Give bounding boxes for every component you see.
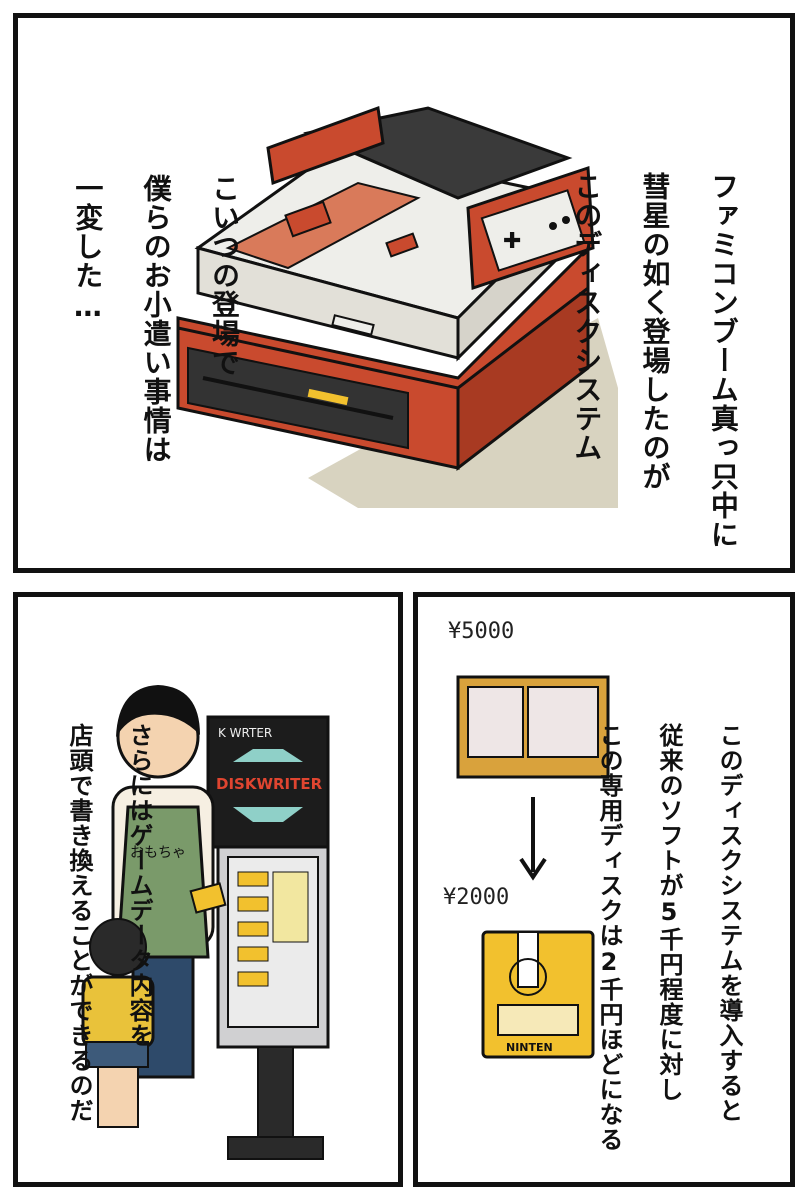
disk-card-illustration: NINTEN [481, 930, 595, 1059]
cartridge-label-right [527, 686, 599, 758]
panel2-narration: さらにはゲームデータ内容を 店頭で書き換えることができるのだ [34, 607, 184, 1123]
disk-label: NINTEN [506, 1041, 553, 1054]
left-controller [266, 105, 385, 186]
apron-label: おもちゃ [130, 845, 186, 861]
arrow-down-icon [519, 797, 547, 881]
panel1-left-line-1: こいつの登場で [207, 174, 241, 377]
panel1-right-line-1: ファミコンブーム真っ只中に [706, 172, 740, 549]
eject-button [307, 388, 349, 406]
child-head [89, 918, 147, 976]
panel2-line-1: さらにはゲームデータ内容を [125, 723, 153, 1048]
panel3-line-2: 従来のソフトが5千円程度に対し [655, 723, 683, 1102]
kiosk-stand [257, 1046, 294, 1148]
price-cartridge: ¥5000 [448, 619, 515, 644]
controller-face [480, 189, 586, 272]
controller-button-b [549, 222, 557, 230]
disk-writer-scene-illustration: K WRTER DISKWRITER おもちゃ [81, 685, 330, 1160]
clerk-hair [116, 685, 200, 737]
panel1-left-line-3: 一変した… [71, 174, 105, 324]
panel1-left-line-2: 僕らのお小遣い事情は [139, 174, 173, 464]
price-disk: ¥2000 [443, 885, 510, 910]
disk-drive-side [456, 284, 590, 472]
panel3-line-1: このディスクシステムを導入すると [715, 723, 743, 1123]
power-button [284, 200, 332, 238]
panel-famicom-disk-system: ✚ ファミコンブーム真っ只中に 彗星の如く登場したのが このディスクシステム こ… [13, 13, 795, 573]
kiosk-header [206, 715, 330, 849]
kiosk-arrow-down [233, 807, 303, 822]
panel3-line-3: この専用ディスクは2千円ほどになる [595, 723, 623, 1152]
panel1-right-line-3: このディスクシステム [570, 172, 604, 462]
cartridge-label-left [467, 686, 524, 758]
panel-price-comparison: ¥5000 ¥2000 NINTEN このディスクシステムを導入すると 従来のソ… [413, 592, 795, 1187]
disk-slot [202, 376, 394, 420]
kiosk-label: DISKWRITER [216, 775, 323, 793]
panel1-narration-left: こいつの登場で 僕らのお小遣い事情は 一変した… [36, 38, 275, 464]
panel1-narration-right: ファミコンブーム真っ只中に 彗星の如く登場したのが このディスクシステム [535, 36, 774, 549]
kiosk-arrow-up [233, 749, 303, 762]
reset-button [385, 232, 419, 258]
panel2-line-2: 店頭で書き換えることができるのだ [65, 723, 93, 1123]
clerk-apron [116, 805, 210, 959]
disk-hub [509, 958, 547, 996]
panel3-narration: このディスクシステムを導入すると 従来のソフトが5千円程度に対し この専用ディス… [564, 607, 774, 1152]
disk-label-area [497, 1004, 579, 1036]
controller-button-a [562, 216, 570, 224]
held-disk [189, 882, 227, 914]
child-legs [97, 1066, 139, 1128]
panel1-right-line-2: 彗星の如く登場したのが [638, 172, 672, 491]
famicom-disk-system-illustration: ✚ [176, 105, 618, 508]
panel-disk-writer: K WRTER DISKWRITER おもちゃ さらにはゲームデータ内容を 店頭… [13, 592, 403, 1187]
child-shorts [85, 1041, 149, 1068]
kiosk-base [227, 1136, 324, 1160]
cartridge-illustration [456, 675, 610, 779]
dpad-icon: ✚ [503, 229, 521, 254]
front-connector [331, 314, 375, 336]
kiosk-top-label: K WRTER [218, 726, 272, 740]
